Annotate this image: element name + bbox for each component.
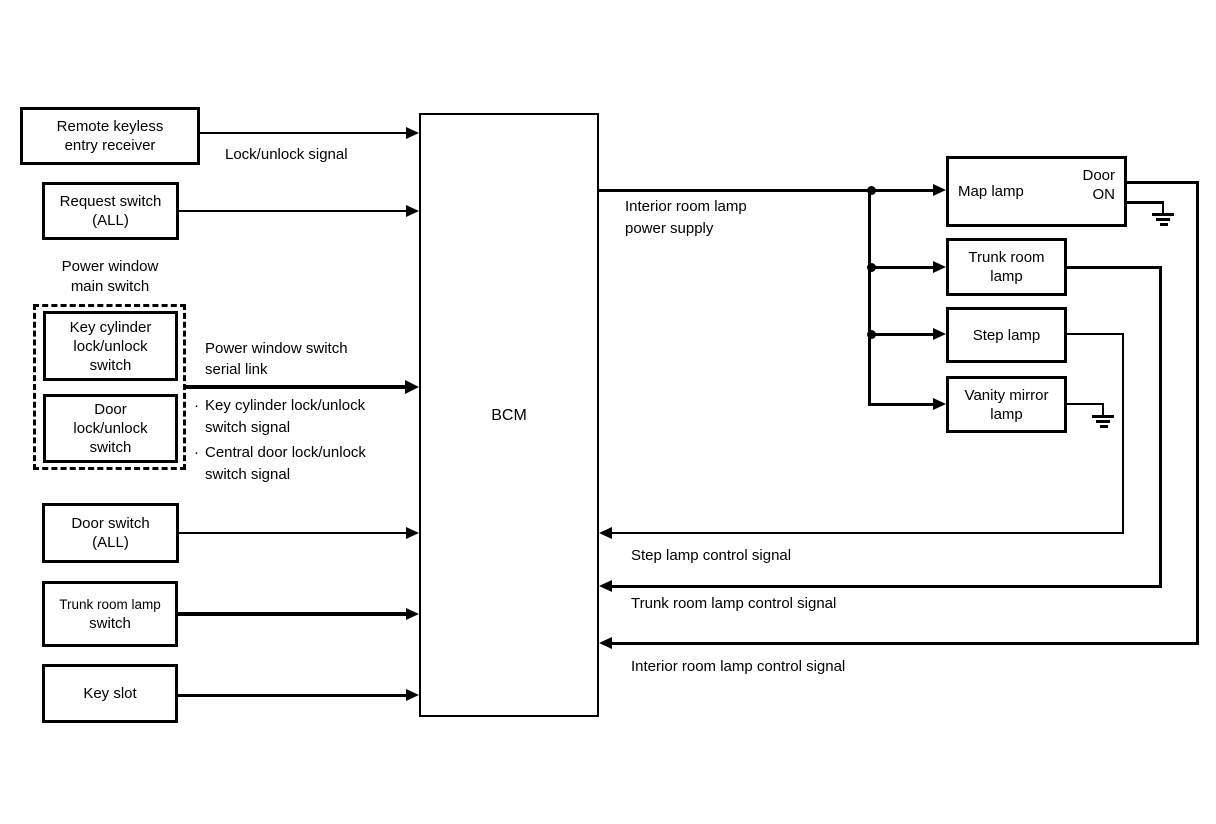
wire-step-control-riser — [1122, 333, 1124, 534]
wire-step-control-signal — [611, 532, 1124, 534]
lock-unlock-signal-label: Lock/unlock signal — [225, 146, 348, 163]
wire-step-lamp-out — [1065, 333, 1124, 335]
wire-key-slot-to-bcm — [178, 694, 408, 697]
ground-stub — [1162, 201, 1164, 213]
node-request-switch: Request switch (ALL) — [42, 182, 179, 240]
node-trunk-room-lamp-switch: Trunk room lamp switch — [42, 581, 178, 647]
wire-trunk-control-riser — [1159, 266, 1162, 588]
wire-trunk-switch-to-bcm — [178, 612, 408, 616]
trunk-control-label: Trunk room lamp control signal — [631, 595, 837, 612]
wire-branch-vanity-lamp — [870, 403, 933, 406]
node-vanity-mirror-lamp: Vanity mirror lamp — [946, 376, 1067, 433]
map-lamp-label: Map lamp — [958, 183, 1024, 200]
trunk-switch-label-line1: Trunk room lamp — [59, 596, 161, 612]
ground-stub — [1102, 403, 1104, 415]
arrowhead — [599, 580, 612, 592]
wire-interior-control-signal — [611, 642, 1199, 645]
bullet-icon: · — [194, 444, 199, 461]
group-power-window-main-switch — [33, 304, 186, 470]
node-key-slot: Key slot — [42, 664, 178, 723]
arrowhead — [406, 205, 419, 217]
serial-link-label: Power window switch serial link — [205, 340, 348, 378]
arrowhead — [406, 689, 419, 701]
arrowhead — [599, 637, 612, 649]
key-cylinder-signal-item: · Key cylinder lock/unlock switch signal — [194, 395, 365, 439]
central-door-signal-item: · Central door lock/unlock switch signal — [194, 442, 366, 486]
junction-dot — [867, 186, 876, 195]
wire-vanity-lamp-ground — [1065, 403, 1103, 405]
trunk-switch-label-line2: switch — [89, 614, 131, 632]
wire-power-supply — [597, 189, 933, 192]
wire-trunk-lamp-out — [1065, 266, 1162, 269]
arrowhead — [405, 380, 419, 394]
bullet-icon: · — [194, 397, 199, 414]
wire-door-switch-to-bcm — [179, 532, 408, 534]
wire-remote-keyless-to-bcm — [200, 132, 408, 134]
junction-dot — [867, 263, 876, 272]
node-key-cylinder-lock-unlock-switch: Key cylinder lock/unlock switch — [43, 311, 178, 381]
node-bcm: BCM — [419, 113, 599, 717]
arrowhead — [406, 527, 419, 539]
power-supply-label: Interior room lamp power supply — [625, 198, 747, 237]
wire-power-supply-bus — [868, 188, 871, 406]
arrowhead — [933, 261, 946, 273]
wire-request-switch-to-bcm — [179, 210, 408, 212]
node-remote-keyless-entry-receiver: Remote keyless entry receiver — [20, 107, 200, 165]
door-on-label: Door ON — [1082, 166, 1115, 203]
wire-map-lamp-out — [1125, 181, 1199, 184]
wire-interior-control-riser — [1196, 181, 1199, 645]
arrowhead — [933, 328, 946, 340]
node-door-lock-unlock-switch: Door lock/unlock switch — [43, 394, 178, 463]
key-cylinder-signal-label: Key cylinder lock/unlock switch signal — [205, 397, 366, 436]
wire-serial-link-to-bcm — [186, 385, 407, 389]
wire-trunk-control-signal — [611, 585, 1162, 588]
arrowhead — [933, 184, 946, 196]
node-door-switch: Door switch (ALL) — [42, 503, 179, 563]
arrowhead — [933, 398, 946, 410]
arrowhead — [599, 527, 612, 539]
wire-map-lamp-ground — [1125, 201, 1163, 204]
wire-branch-trunk-lamp — [870, 266, 933, 269]
junction-dot — [867, 330, 876, 339]
node-map-lamp: Map lamp Door ON — [946, 156, 1127, 227]
central-door-signal-label: Central door lock/unlock switch signal — [205, 444, 366, 483]
step-control-label: Step lamp control signal — [631, 547, 792, 564]
arrowhead — [406, 127, 419, 139]
node-trunk-room-lamp: Trunk room lamp — [946, 238, 1067, 296]
arrowhead — [406, 608, 419, 620]
node-step-lamp: Step lamp — [946, 307, 1067, 363]
wire-branch-step-lamp — [870, 333, 933, 336]
power-window-main-switch-caption: Power window main switch — [61, 258, 159, 295]
interior-control-label: Interior room lamp control signal — [631, 658, 846, 675]
